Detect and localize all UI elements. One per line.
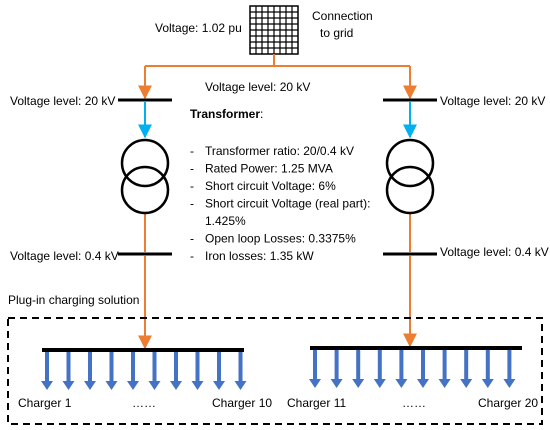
- right-ellipsis: ……: [402, 396, 426, 410]
- charger-11-label: Charger 11: [287, 396, 346, 410]
- charger-arrow-icon: [352, 350, 365, 388]
- charger-arrow-icon: [191, 352, 204, 390]
- charger-arrow-icon: [481, 350, 494, 388]
- spec-item: Short circuit Voltage: 6%: [205, 179, 336, 193]
- spec-item: Transformer ratio: 20/0.4 kV: [205, 144, 354, 158]
- charger-arrow-icon: [84, 352, 96, 390]
- spec-item: Iron losses: 1.35 kW: [205, 249, 314, 263]
- charger-arrow-icon: [127, 352, 139, 390]
- charger-arrow-icon: [170, 352, 182, 390]
- charger-1-label: Charger 1: [18, 396, 72, 410]
- right-charger-arrows: [309, 350, 516, 388]
- charger-20-label: Charger 20: [478, 396, 538, 410]
- charger-arrow-icon: [41, 352, 53, 390]
- top-voltage-label: Voltage level: 20 kV: [205, 80, 310, 94]
- charging-solution-box: [7, 317, 543, 425]
- spec-bullet: -: [190, 162, 194, 176]
- connection-label-line1: Connection: [312, 9, 373, 23]
- left-lv-label: Voltage level: 0.4 kV: [10, 249, 119, 263]
- transformer-spec-list: -Transformer ratio: 20/0.4 kV-Rated Powe…: [190, 144, 370, 263]
- grid-pattern-icon: [250, 6, 298, 54]
- charging-solution-label: Plug-in charging solution: [8, 293, 139, 307]
- left-transformer-icon: [120, 138, 170, 215]
- charger-10-label: Charger 10: [212, 396, 272, 410]
- charger-arrow-icon: [395, 350, 408, 388]
- left-charger-arrows: [41, 352, 247, 390]
- charger-arrow-icon: [438, 350, 451, 388]
- charger-arrow-icon: [148, 352, 161, 390]
- charger-arrow-icon: [460, 350, 473, 388]
- left-ellipsis: ……: [132, 396, 156, 410]
- spec-bullet: -: [190, 232, 194, 246]
- right-lv-label: Voltage level: 0.4 kV: [440, 245, 549, 259]
- transformer-heading-block: Transformer:: [190, 107, 263, 121]
- left-hv-label: Voltage level: 20 kV: [10, 94, 115, 108]
- spec-bullet: -: [190, 144, 194, 158]
- spec-item: Open loop Losses: 0.3375%: [205, 232, 356, 246]
- charger-arrow-icon: [309, 350, 321, 388]
- spec-bullet: -: [190, 249, 194, 263]
- charger-arrow-icon: [417, 350, 429, 388]
- right-hv-label: Voltage level: 20 kV: [440, 94, 545, 108]
- charger-arrow-icon: [234, 352, 247, 390]
- charger-arrow-icon: [105, 352, 118, 390]
- charger-arrow-icon: [330, 350, 343, 388]
- feeder-lines: [138, 54, 417, 350]
- spec-item: Rated Power: 1.25 MVA: [205, 162, 333, 176]
- right-transformer-icon: [385, 138, 435, 215]
- charger-arrow-icon: [213, 352, 225, 390]
- charger-arrow-icon: [373, 350, 386, 388]
- transformer-heading: Transformer: [190, 107, 260, 121]
- spec-item: 1.425%: [205, 214, 246, 228]
- grid-connection: [249, 5, 299, 55]
- charger-arrow-icon: [503, 350, 516, 388]
- spec-bullet: -: [190, 179, 194, 193]
- spec-bullet: -: [190, 197, 194, 211]
- spec-item: Short circuit Voltage (real part):: [205, 197, 370, 211]
- charger-arrow-icon: [62, 352, 75, 390]
- grid-voltage-label: Voltage: 1.02 pu: [155, 21, 242, 35]
- connection-label-line2: to grid: [320, 26, 353, 40]
